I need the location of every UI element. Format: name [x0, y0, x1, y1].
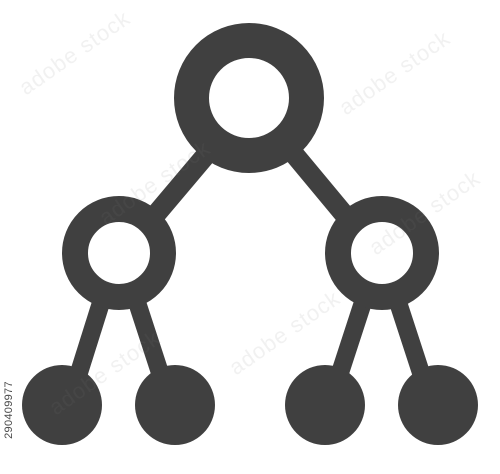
leaf-node-1 — [22, 365, 102, 445]
right-node-ring — [325, 196, 439, 310]
leaf-node-2 — [135, 365, 215, 445]
root-node-ring — [174, 23, 324, 173]
leaf-node-4 — [398, 365, 478, 445]
leaf-node-3 — [285, 365, 365, 445]
image-id-text: 290409977 — [3, 381, 16, 439]
left-node-ring — [62, 196, 176, 310]
image-id-label: 290409977 — [2, 355, 16, 465]
